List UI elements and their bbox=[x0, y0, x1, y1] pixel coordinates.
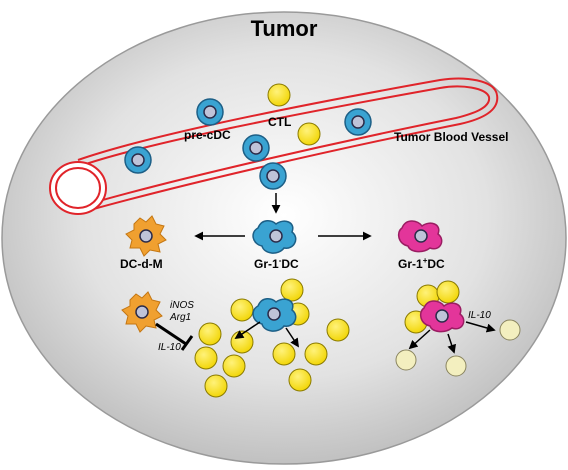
precdc-cell-5 bbox=[259, 162, 287, 190]
il10-right-label: IL-10 bbox=[468, 310, 491, 321]
precdc-cell-2 bbox=[124, 146, 152, 174]
arg1-label: Arg1 bbox=[169, 312, 191, 323]
yellow-ctl-cluster-center bbox=[194, 278, 350, 398]
dc-d-m-cell bbox=[125, 215, 167, 257]
svg-text:Gr-1+DC: Gr-1+DC bbox=[398, 256, 445, 271]
precdc-cell-4 bbox=[344, 108, 372, 136]
gr1-pos-dc-label: Gr-1+DC bbox=[398, 256, 445, 271]
gr1-neg-dc-label: Gr-1-DC bbox=[254, 256, 299, 271]
ctl-cell-2 bbox=[297, 122, 321, 146]
il10-left-label: IL-10 bbox=[158, 342, 181, 353]
precdc-cell-3 bbox=[242, 134, 270, 162]
tumor-title: Tumor bbox=[251, 16, 318, 41]
inhibition-bar-icon bbox=[155, 322, 194, 351]
pale-cell-cluster bbox=[395, 319, 521, 377]
arrow-icon bbox=[408, 321, 496, 354]
arrow-icon bbox=[234, 321, 299, 348]
gr1-pos-dc-cell bbox=[397, 220, 443, 253]
tumor-blood-vessel bbox=[49, 77, 499, 215]
dc-d-m-cell-lower bbox=[121, 291, 163, 333]
inos-label: iNOS bbox=[170, 300, 194, 311]
ctl-cell-1 bbox=[267, 83, 291, 107]
ctl-label: CTL bbox=[268, 115, 291, 129]
dc-d-m-label: DC-d-M bbox=[120, 257, 163, 271]
gr1-neg-dc-cell-lower bbox=[252, 298, 297, 332]
precdc-cell-1 bbox=[196, 98, 224, 126]
vessel-label: Tumor Blood Vessel bbox=[394, 130, 508, 144]
gr1-pos-dc-cell-lower bbox=[419, 300, 465, 333]
svg-text:Gr-1-DC: Gr-1-DC bbox=[254, 256, 299, 271]
gr1-neg-dc-cell bbox=[252, 220, 297, 254]
precdc-label: pre-cDC bbox=[184, 128, 231, 142]
